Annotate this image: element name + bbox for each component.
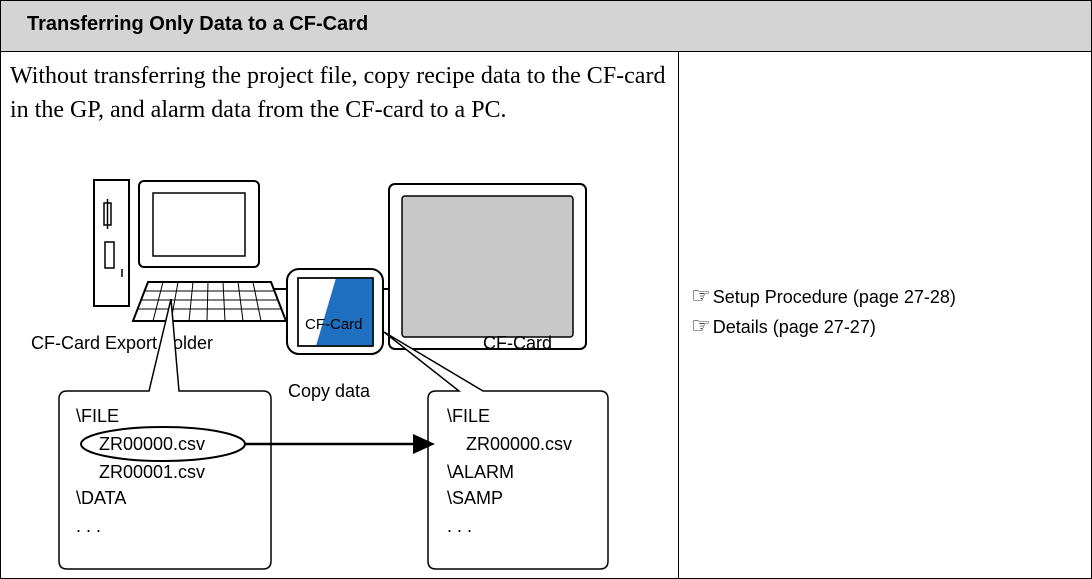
description-text: Without transferring the project file, c… — [10, 63, 666, 123]
pc-tower-icon — [93, 179, 130, 307]
gp-label: CF-Card — [483, 333, 552, 353]
left-folder-line: \DATA — [76, 488, 126, 508]
left-folder-callout: \FILE ZR00000.csv ZR00001.csv \DATA . . … — [58, 298, 272, 570]
reference-label: Setup Procedure (page 27-28) — [712, 287, 956, 307]
reference-link-details[interactable]: ☞Details (page 27-27) — [691, 313, 876, 339]
pc-label: CF-Card Export Folder — [31, 333, 213, 353]
column-divider — [678, 52, 679, 579]
section-title: Transferring Only Data to a CF-Card — [27, 13, 369, 35]
left-folder-line: . . . — [76, 516, 101, 536]
pointing-hand-icon: ☞ — [691, 283, 711, 308]
right-folder-line: \FILE — [447, 406, 490, 426]
gp-display-icon — [388, 183, 587, 350]
right-folder-line: . . . — [447, 516, 472, 536]
left-folder-line: ZR00000.csv — [99, 434, 205, 454]
pc-monitor-icon — [138, 180, 260, 268]
transfer-diagram: CF-Card CF-Card Export Folder CF-Card Co… — [31, 179, 609, 570]
right-folder-line: \SAMP — [447, 488, 503, 508]
left-folder-line: ZR00001.csv — [99, 462, 205, 482]
copy-arrow-head — [413, 434, 435, 454]
left-folder-line: \FILE — [76, 406, 119, 426]
right-folder-line: ZR00000.csv — [466, 434, 572, 454]
cf-card-icon: CF-Card — [286, 268, 384, 355]
card-label: CF-Card — [305, 316, 363, 333]
copy-label: Copy data — [288, 381, 371, 401]
section-header: Transferring Only Data to a CF-Card — [1, 1, 1091, 52]
reference-link-setup[interactable]: ☞Setup Procedure (page 27-28) — [691, 283, 956, 309]
right-folder-callout: \FILE ZR00000.csv \ALARM \SAMP . . . — [383, 331, 609, 570]
keyboard-icon — [131, 281, 288, 322]
reference-label: Details (page 27-27) — [712, 317, 876, 337]
right-folder-line: \ALARM — [447, 462, 514, 482]
pointing-hand-icon: ☞ — [691, 313, 711, 338]
